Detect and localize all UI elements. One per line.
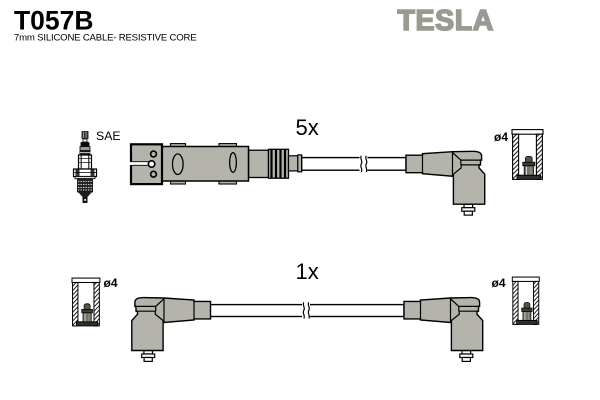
- svg-text:SAE: SAE: [96, 129, 121, 143]
- svg-text:ø4: ø4: [494, 130, 508, 144]
- svg-text:TESLA: TESLA: [398, 5, 494, 37]
- svg-text:ø4: ø4: [104, 276, 118, 290]
- svg-text:7mm SILICONE CABLE- RESISTIVE: 7mm SILICONE CABLE- RESISTIVE CORE: [14, 32, 196, 43]
- svg-text:T057B: T057B: [14, 6, 94, 36]
- svg-text:5x: 5x: [296, 115, 319, 140]
- svg-text:1x: 1x: [296, 259, 319, 284]
- svg-text:ø4: ø4: [492, 276, 506, 290]
